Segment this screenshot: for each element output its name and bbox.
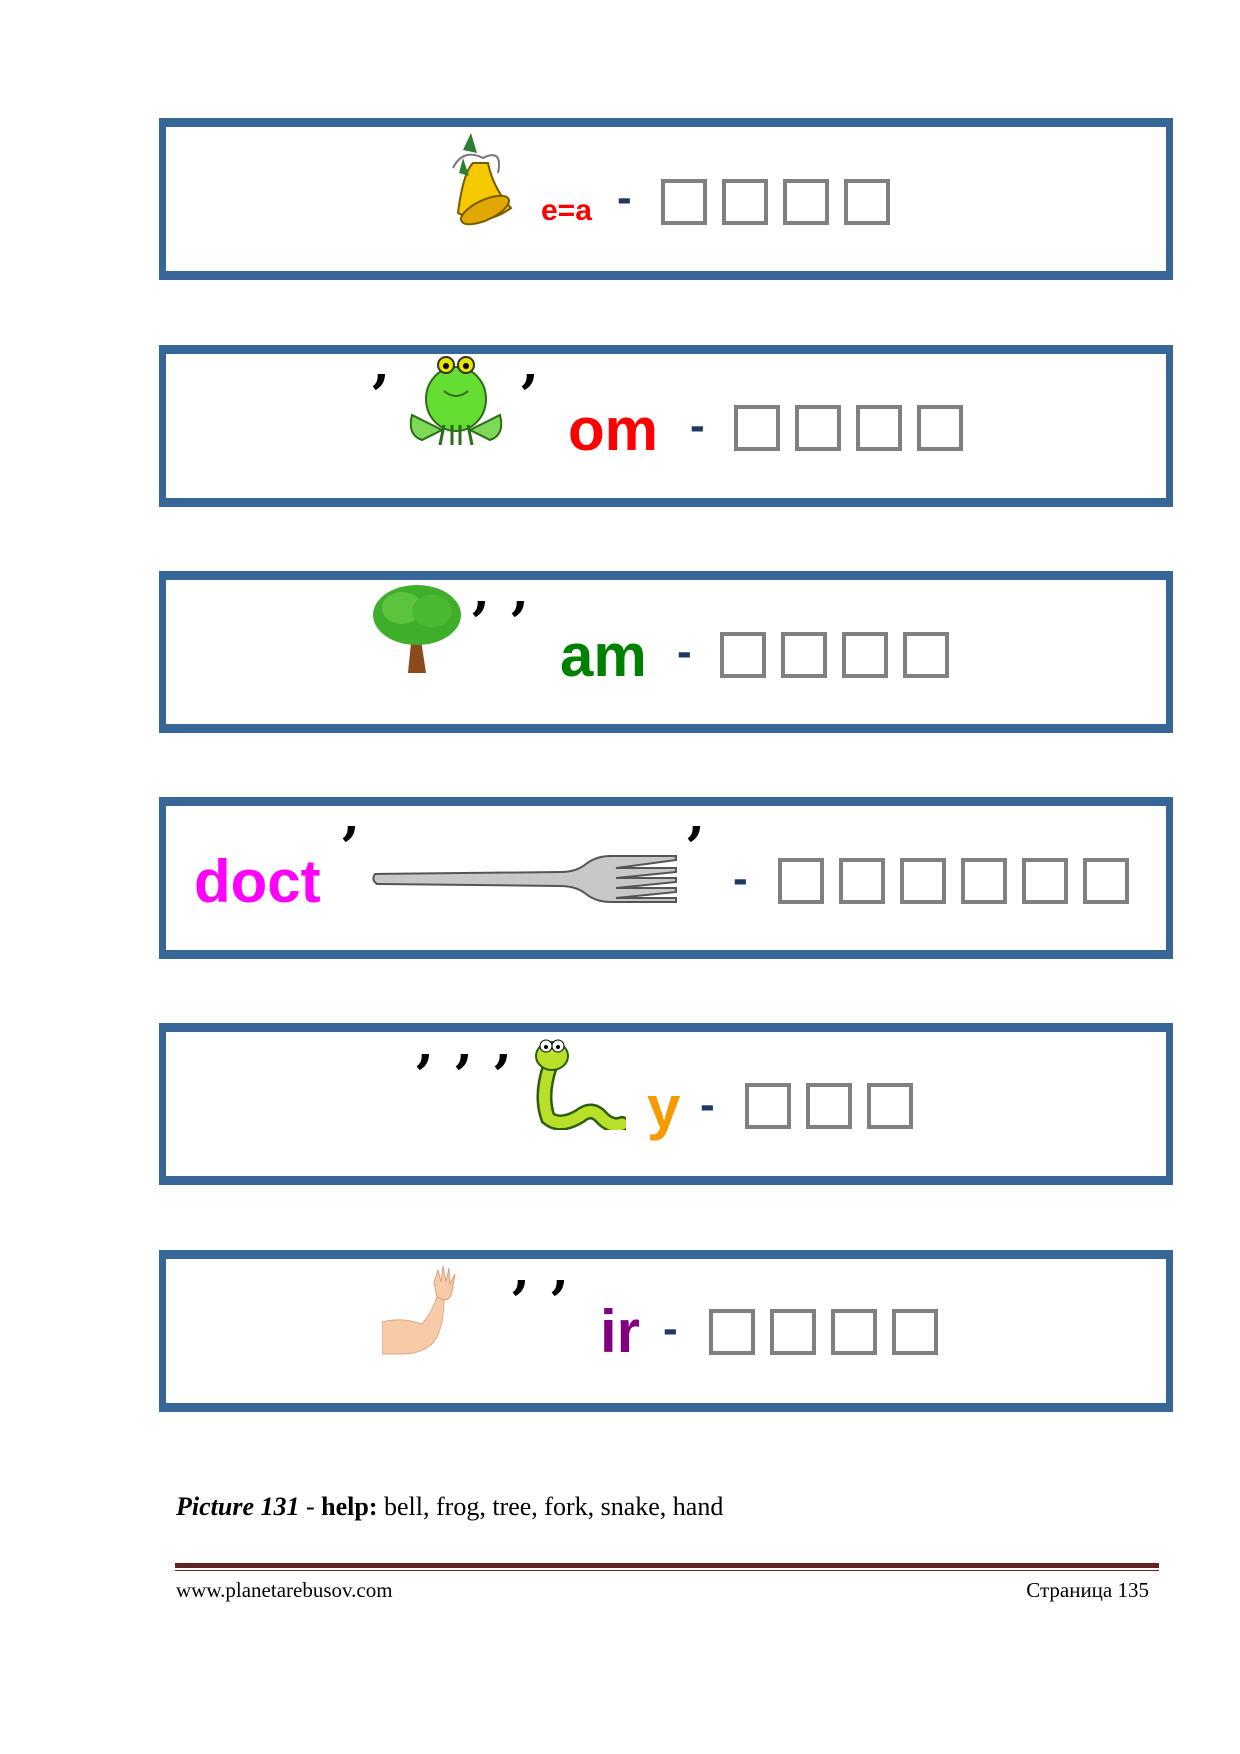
puzzle-4-suffix-comma: ’ <box>685 815 705 881</box>
answer-boxes-6[interactable] <box>709 1309 938 1355</box>
answer-boxes-4[interactable] <box>778 858 1129 904</box>
puzzle-frame-5 <box>159 1023 1173 1185</box>
puzzle-1-dash: - <box>617 173 632 222</box>
footer-website[interactable]: www.planetarebusov.com <box>176 1578 393 1602</box>
answer-box[interactable] <box>1022 858 1068 904</box>
answer-box[interactable] <box>778 858 824 904</box>
answer-box[interactable] <box>720 632 766 678</box>
puzzle-2-dash: - <box>690 401 705 450</box>
footer-rule <box>175 1563 1159 1568</box>
snake-icon <box>535 1039 626 1130</box>
answer-box[interactable] <box>709 1309 755 1355</box>
puzzle-frame-2 <box>159 345 1173 507</box>
answer-box[interactable] <box>831 1309 877 1355</box>
answer-box[interactable] <box>917 405 963 451</box>
puzzle-frame-6 <box>159 1250 1173 1412</box>
answer-boxes-5[interactable] <box>745 1083 913 1129</box>
puzzle-1-suffix: e=a <box>541 194 592 227</box>
puzzle-2-suffix-comma: ’ <box>519 363 539 429</box>
puzzle-5-suffix: y <box>647 1074 681 1141</box>
answer-box[interactable] <box>856 405 902 451</box>
answer-box[interactable] <box>795 405 841 451</box>
picture-caption: Picture 131 - help: bell, frog, tree, fo… <box>176 1492 723 1522</box>
answer-box[interactable] <box>844 179 890 225</box>
frog-icon <box>409 356 503 446</box>
puzzle-2-suffix: om <box>568 396 658 463</box>
answer-box[interactable] <box>892 1309 938 1355</box>
puzzle-6-suffix: ir <box>600 1298 641 1365</box>
puzzle-6-dash: - <box>663 1304 678 1353</box>
puzzle-6-suffix-commas: ’ ’ <box>510 1269 569 1335</box>
puzzle-4-prefix: doct <box>194 848 321 915</box>
answer-box[interactable] <box>722 179 768 225</box>
puzzle-frame-3 <box>159 571 1173 733</box>
caption-help-text: bell, frog, tree, fork, snake, hand <box>377 1492 724 1521</box>
puzzle-5-prefix-commas: ’ ’ ’ <box>414 1043 512 1109</box>
puzzle-4-prefix-comma: ’ <box>340 815 360 881</box>
caption-title: Picture 131 <box>176 1492 300 1521</box>
puzzle-3-suffix-commas: ’ ’ <box>470 590 529 656</box>
answer-box[interactable] <box>745 1083 791 1129</box>
answer-boxes-1[interactable] <box>661 179 890 225</box>
puzzle-5-dash: - <box>700 1080 715 1129</box>
answer-boxes-2[interactable] <box>734 405 963 451</box>
answer-box[interactable] <box>806 1083 852 1129</box>
answer-box[interactable] <box>734 405 780 451</box>
answer-box[interactable] <box>1083 858 1129 904</box>
answer-box[interactable] <box>770 1309 816 1355</box>
answer-box[interactable] <box>781 632 827 678</box>
footer-rule-thin <box>175 1570 1159 1571</box>
caption-separator: - <box>299 1492 322 1521</box>
answer-boxes-3[interactable] <box>720 632 949 678</box>
puzzle-2-prefix-comma: ’ <box>370 363 390 429</box>
caption-help-label: help: <box>321 1492 378 1521</box>
puzzle-3-dash: - <box>677 627 692 676</box>
tree-icon <box>373 585 461 673</box>
answer-box[interactable] <box>867 1083 913 1129</box>
puzzle-4-dash: - <box>733 854 748 903</box>
answer-box[interactable] <box>783 179 829 225</box>
bell-icon <box>452 133 513 226</box>
answer-box[interactable] <box>900 858 946 904</box>
puzzle-frame-1 <box>159 118 1173 280</box>
answer-box[interactable] <box>903 632 949 678</box>
puzzle-frame-4 <box>159 797 1173 959</box>
hand-icon <box>382 1265 456 1355</box>
answer-box[interactable] <box>842 632 888 678</box>
puzzle-3-suffix: am <box>560 622 647 689</box>
answer-box[interactable] <box>839 858 885 904</box>
answer-box[interactable] <box>961 858 1007 904</box>
fork-icon <box>372 855 677 903</box>
footer-page-number: Страница 135 <box>1026 1578 1149 1602</box>
answer-box[interactable] <box>661 179 707 225</box>
